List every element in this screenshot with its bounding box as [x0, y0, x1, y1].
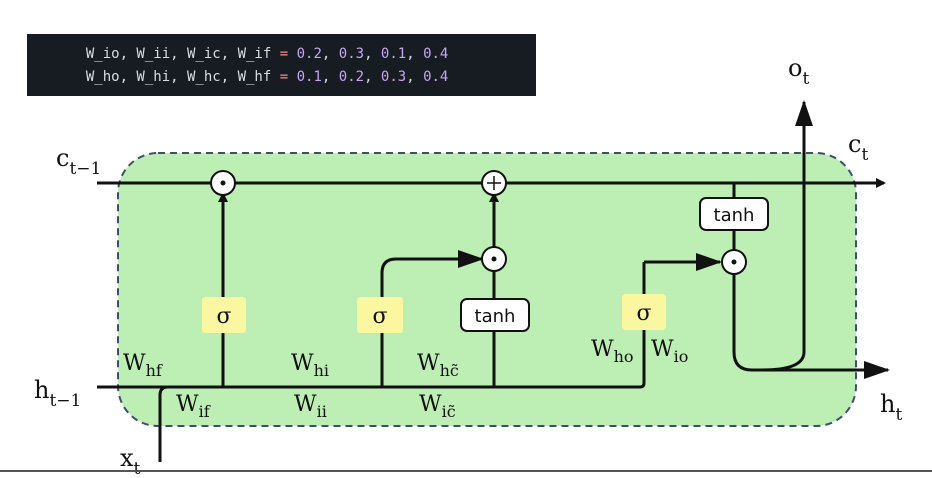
code-value: 0.3 — [380, 69, 407, 85]
forget-multiply-node — [210, 170, 236, 196]
h-output-label: ht — [880, 390, 902, 425]
code-value: 0.2 — [296, 46, 322, 62]
code-line-1: W_io, W_ii, W_ic, W_if = 0.2, 0.3, 0.1, … — [85, 46, 449, 62]
output-sigma-box: σ — [622, 294, 666, 330]
code-line-2-names: W_ho, W_hi, W_hc, W_hf — [85, 69, 272, 85]
weight-label-hi: Whi — [291, 351, 329, 380]
h-prev-label: ht−1 — [34, 376, 81, 411]
code-value: 0.3 — [338, 46, 365, 62]
weight-label-if: Wif — [176, 392, 211, 421]
add-node — [481, 170, 507, 196]
o-output-line — [761, 100, 813, 372]
c-prev-label: ct−1 — [56, 144, 101, 179]
bottom-divider — [0, 470, 932, 472]
cell-tanh-box: tanh — [699, 197, 769, 231]
code-line-2-equals: = — [279, 69, 289, 85]
input-sigma-box: σ — [357, 297, 403, 333]
code-value: 0.2 — [338, 69, 365, 85]
code-value: 0.4 — [423, 69, 449, 85]
multiply-icon — [491, 256, 497, 262]
sigma-label: σ — [216, 304, 231, 329]
sigma-label: σ — [372, 304, 387, 329]
code-value: 0.1 — [380, 46, 407, 62]
weight-label-ii: Wii — [294, 392, 327, 421]
code-line-1-equals: = — [279, 46, 289, 62]
multiply-icon — [220, 180, 226, 186]
lstm-cell-box — [117, 152, 857, 427]
x-input-line — [158, 385, 169, 462]
code-value: 0.1 — [296, 69, 322, 85]
tanh-label: tanh — [714, 205, 755, 226]
x-input-label: xt — [120, 444, 141, 478]
multiply-icon — [731, 259, 737, 265]
weight-label-hc: Whc̃ — [417, 351, 459, 380]
o-output-label: ot — [788, 54, 809, 89]
weights-code-block: W_io, W_ii, W_ic, W_if = 0.2, 0.3, 0.1, … — [27, 34, 536, 96]
code-line-1-names: W_io, W_ii, W_ic, W_if — [85, 46, 272, 62]
tanh-label: tanh — [475, 306, 516, 327]
code-value: 0.4 — [423, 46, 449, 62]
hidden-input-bus — [97, 262, 646, 389]
input-multiply-node — [481, 246, 507, 272]
code-line-2: W_ho, W_hi, W_hc, W_hf = 0.1, 0.2, 0.3, … — [85, 69, 449, 85]
weight-label-ho: Who — [591, 337, 634, 366]
h-output-line — [732, 274, 890, 379]
sigma-label: σ — [636, 301, 651, 326]
forget-sigma-box: σ — [202, 297, 246, 333]
candidate-tanh-box: tanh — [460, 298, 530, 332]
weight-label-hf: Whf — [123, 351, 163, 380]
weight-label-io: Wio — [651, 337, 688, 366]
input-gate-line — [380, 250, 484, 387]
output-multiply-node — [721, 249, 747, 275]
weight-label-ic: Wic̃ — [419, 392, 456, 421]
c-output-label: ct — [848, 130, 868, 165]
